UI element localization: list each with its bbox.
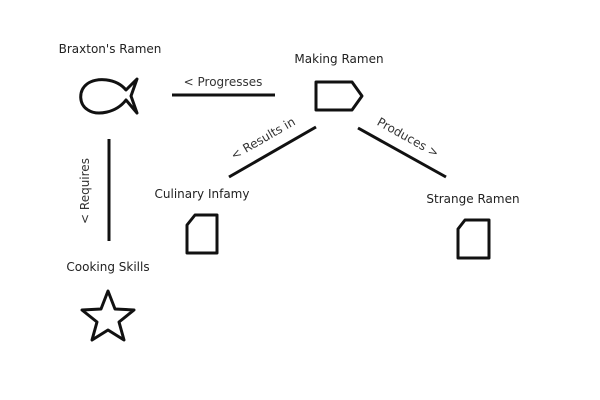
node-culinary-infamy[interactable]: Culinary Infamy	[155, 187, 250, 255]
edge-label-produces: Produces >	[375, 115, 442, 160]
node-making-ramen[interactable]: Making Ramen	[294, 52, 384, 112]
node-cooking-skills[interactable]: Cooking Skills	[66, 260, 150, 342]
node-braxtons-ramen[interactable]: Braxton's Ramen	[59, 42, 162, 115]
node-label-culinary-infamy: Culinary Infamy	[155, 187, 250, 201]
fish-icon	[79, 77, 139, 115]
edge-results-in-line	[228, 125, 317, 179]
document-icon	[456, 218, 491, 260]
edge-label-progresses: < Progresses	[184, 75, 263, 89]
node-strange-ramen[interactable]: Strange Ramen	[426, 192, 520, 260]
edge-label-requires: < Requires	[78, 158, 92, 224]
document-icon	[185, 213, 219, 255]
edge-label-results-in: < Results in	[228, 114, 297, 162]
node-label-braxtons-ramen: Braxton's Ramen	[59, 42, 162, 56]
edge-produces-line	[357, 126, 447, 179]
star-icon	[80, 289, 136, 342]
node-label-strange-ramen: Strange Ramen	[426, 192, 519, 206]
node-label-making-ramen: Making Ramen	[294, 52, 383, 66]
node-label-cooking-skills: Cooking Skills	[66, 260, 149, 274]
tag-icon	[314, 80, 364, 112]
